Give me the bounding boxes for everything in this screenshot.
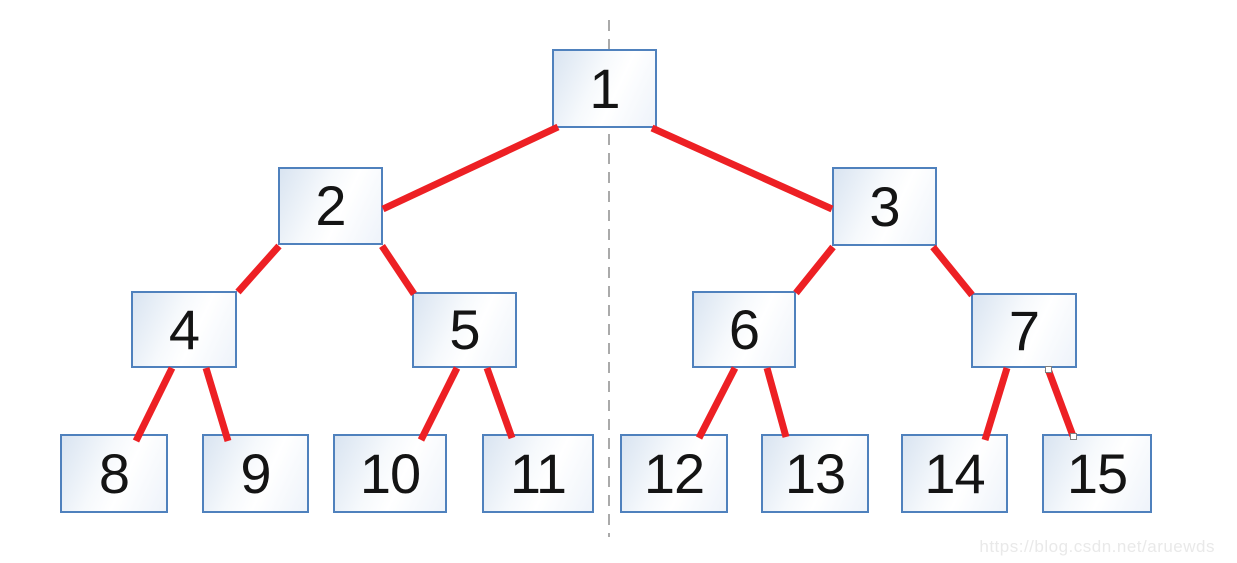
edge-6-to-13 [763,367,790,438]
node-label: 9 [240,441,271,505]
node-label: 4 [168,297,200,361]
node-label: 2 [315,174,346,237]
edge-3-to-6 [793,244,836,296]
edge-2-to-4 [235,243,282,295]
edge-3-to-7 [930,244,975,298]
tree-node-5: 5 [412,292,517,368]
tree-node-1: 1 [552,49,657,128]
edge-1-to-3 [650,124,834,213]
node-label: 12 [643,441,705,505]
tree-node-2: 2 [278,167,383,245]
node-label: 5 [449,298,480,361]
tree-node-7: 7 [971,293,1077,368]
tree-node-9: 9 [202,434,309,513]
tree-node-3: 3 [832,167,937,246]
tree-node-14: 14 [901,434,1008,513]
selection-handle-2 [1070,433,1077,440]
tree-node-4: 4 [131,291,237,368]
tree-node-12: 12 [620,434,728,513]
edge-7-to-15 [1044,367,1077,438]
watermark-text: https://blog.csdn.net/aruewds [979,537,1215,556]
edge-4-to-8 [132,366,176,443]
edge-7-to-14 [981,366,1011,442]
node-label: 6 [728,297,760,361]
edge-2-to-5 [379,244,417,296]
node-label: 8 [98,441,130,505]
node-label: 1 [589,56,620,120]
node-label: 13 [784,441,846,505]
node-label: 10 [359,441,421,505]
tree-node-6: 6 [692,291,796,368]
tree-node-15: 15 [1042,434,1152,513]
edge-6-to-12 [695,366,739,440]
edge-5-to-11 [483,366,516,440]
selection-handle-1 [1045,366,1052,373]
node-label: 7 [1008,298,1040,362]
edge-4-to-9 [202,366,232,443]
node-label: 3 [869,174,900,238]
node-label: 15 [1066,441,1128,505]
edge-5-to-10 [417,366,461,442]
tree-node-13: 13 [761,434,869,513]
tree-node-8: 8 [60,434,168,513]
node-label: 14 [924,441,985,505]
node-label: 11 [509,441,567,505]
edge-1-to-2 [381,123,560,213]
tree-node-10: 10 [333,434,447,513]
tree-node-11: 11 [482,434,594,513]
